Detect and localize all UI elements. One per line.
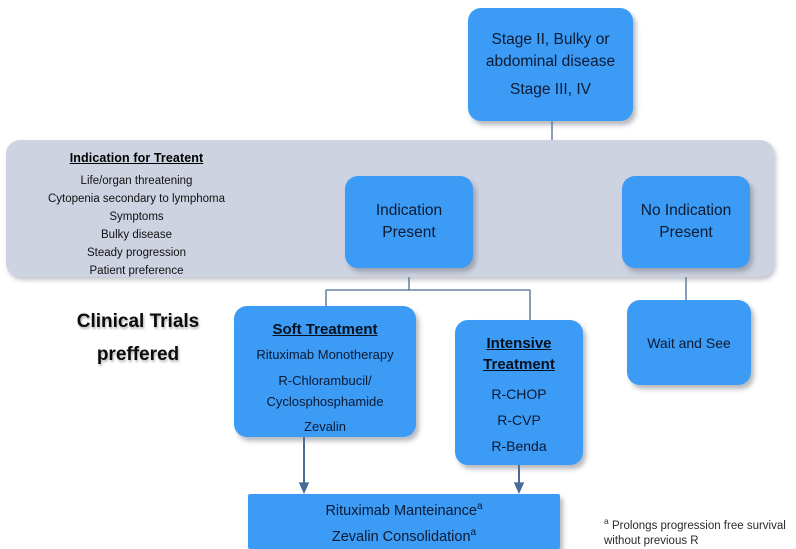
- list-item: Symptoms: [109, 211, 164, 223]
- list-item: Life/organ threatening: [80, 175, 193, 187]
- node-line: Zevalin: [304, 418, 346, 434]
- node-line: Wait and See: [647, 334, 731, 351]
- indication-list: Life/organ threatening Cytopenia seconda…: [24, 172, 249, 280]
- node-indication-present[interactable]: Indication Present: [345, 176, 473, 268]
- node-stage-disease[interactable]: Stage II, Bulky or abdominal disease Sta…: [468, 8, 633, 121]
- node-line: abdominal disease: [485, 52, 616, 70]
- maintenance-line2-text: Zevalin Consolidation: [331, 528, 471, 545]
- node-soft-treatment[interactable]: Soft Treatment Rituximab Monotherapy R-C…: [234, 306, 416, 437]
- clinical-trials-line1: Clinical Trials: [76, 311, 200, 332]
- clinical-trials-line2: preffered: [96, 344, 180, 365]
- node-line: Zevalin Consolidationa: [332, 522, 476, 548]
- node-line: Indication: [375, 202, 443, 219]
- node-line: R-Chlorambucil/: [278, 372, 372, 388]
- maintenance-line1-superscript: a: [476, 500, 483, 512]
- list-item: Patient preference: [89, 265, 184, 277]
- node-line: R-Benda: [491, 438, 547, 454]
- footnote-marker: a: [604, 516, 609, 526]
- list-item: Bulky disease: [101, 229, 172, 241]
- node-line: R-CVP: [497, 412, 541, 428]
- clinical-trials-label: Clinical Trials preffered: [48, 305, 228, 371]
- node-title: Treatment: [483, 356, 555, 373]
- footnote-line1: a Prolongs progression free survival: [604, 514, 794, 534]
- panel-heading: Indication for Treatent: [69, 151, 204, 165]
- node-line: Rituximab Monotherapy: [256, 347, 394, 363]
- list-item: Cytopenia secondary to lymphoma: [47, 193, 226, 205]
- node-title: Soft Treatment: [272, 321, 378, 338]
- node-line: Stage III, IV: [510, 80, 591, 98]
- node-maintenance-consolidation[interactable]: Rituximab Manteinancea Zevalin Consolida…: [248, 494, 560, 549]
- maintenance-line1-text: Rituximab Manteinance: [325, 502, 477, 519]
- node-line: Present: [382, 224, 436, 241]
- node-line: Rituximab Manteinancea: [325, 496, 482, 522]
- list-item: Steady progression: [86, 247, 187, 259]
- node-line: Present: [659, 224, 713, 241]
- footnote-line2: without previous R: [604, 534, 699, 547]
- node-line: Stage II, Bulky or: [491, 30, 610, 48]
- node-title: Intensive: [486, 335, 552, 352]
- node-intensive-treatment[interactable]: Intensive Treatment R-CHOP R-CVP R-Benda: [455, 320, 583, 465]
- node-line: No Indication: [640, 202, 732, 219]
- node-no-indication-present[interactable]: No Indication Present: [622, 176, 750, 268]
- footnote: a Prolongs progression free survival wit…: [604, 514, 794, 549]
- node-line: R-CHOP: [491, 386, 547, 402]
- footnote-line1-text: Prolongs progression free survival: [611, 519, 786, 532]
- maintenance-line2-superscript: a: [470, 526, 477, 538]
- node-line: Cyclosphosphamide: [266, 393, 384, 409]
- node-wait-and-see[interactable]: Wait and See: [627, 300, 751, 385]
